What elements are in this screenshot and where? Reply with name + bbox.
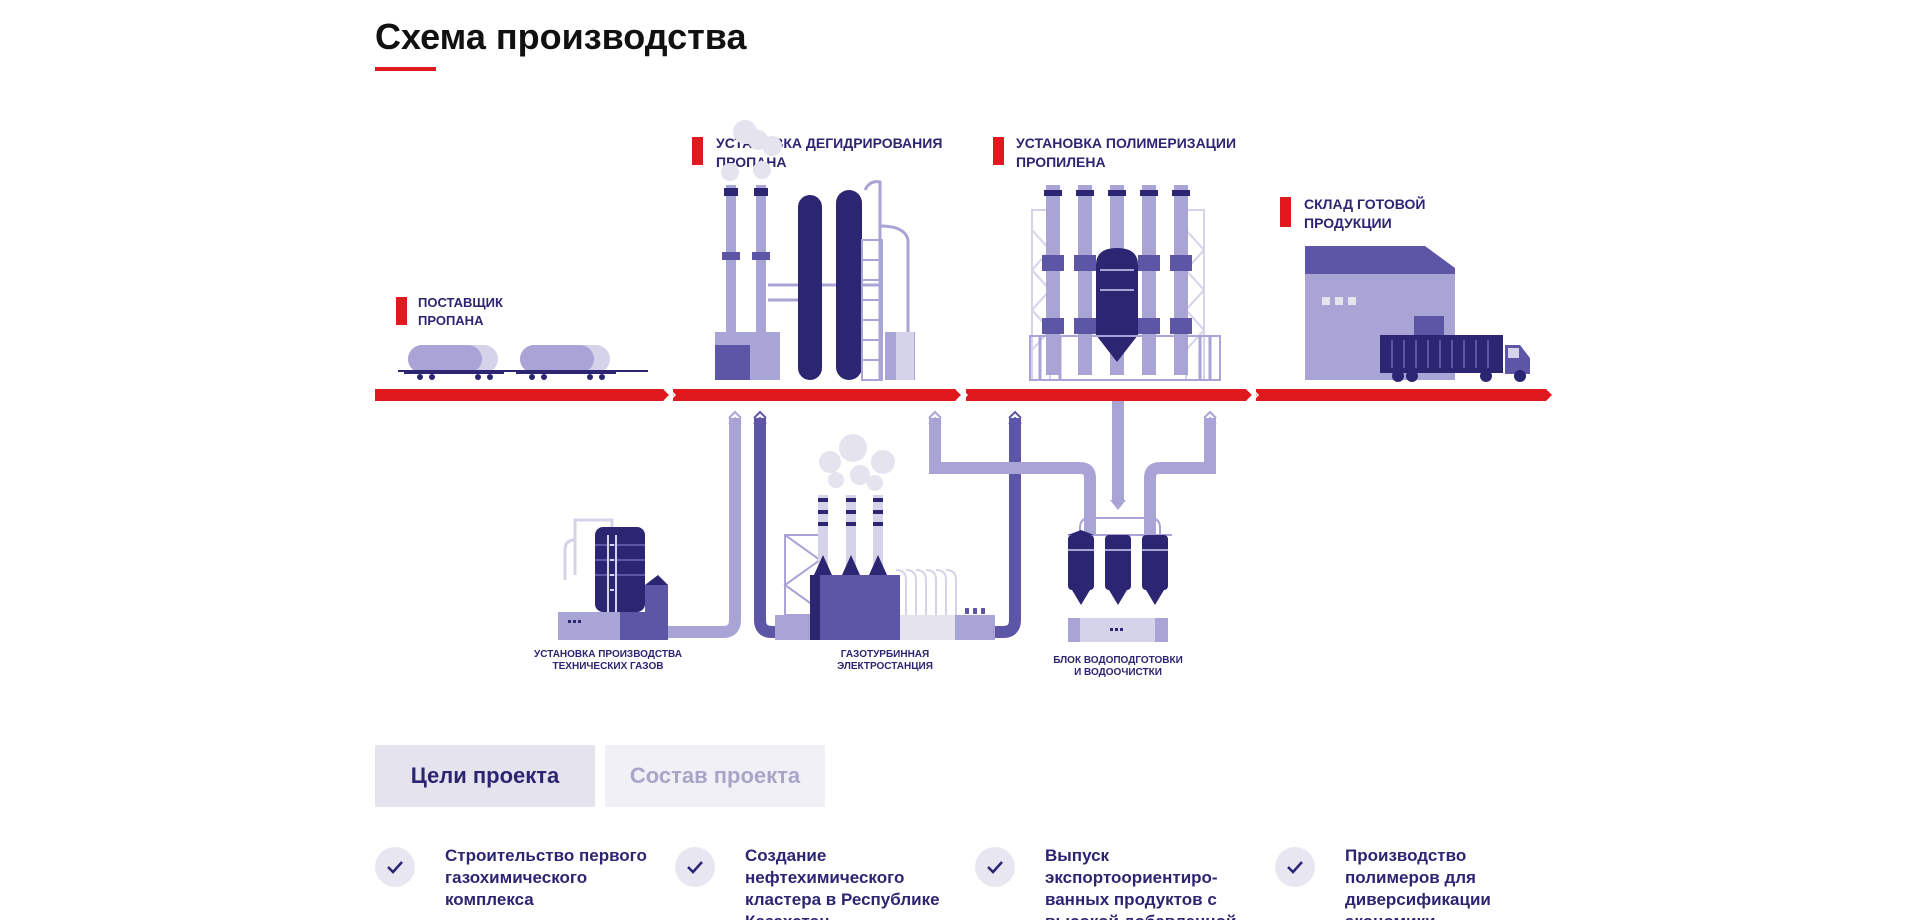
power-label-line1: ГАЗОТУРБИННАЯ [841, 649, 929, 660]
tank-car [404, 345, 504, 380]
pipe-gases [665, 418, 741, 638]
label-marker [993, 137, 1004, 165]
polymer-label-line1: УСТАНОВКА ПОЛИМЕРИЗАЦИИ [1016, 135, 1236, 151]
process-line [375, 388, 1552, 402]
check-icon [375, 847, 415, 887]
chevron-up-icon [753, 410, 767, 425]
chevron-up-icon [1008, 410, 1022, 425]
pipe-chevrons [728, 410, 1217, 425]
warehouse: СКЛАД ГОТОВОЙ ПРОДУКЦИИ [1280, 195, 1530, 382]
tank-car [516, 345, 616, 380]
gases-label-line1: УСТАНОВКА ПРОИЗВОДСТВА [534, 649, 682, 660]
pipe-water-left [929, 418, 1096, 535]
chevron-right-icon [955, 388, 969, 402]
warehouse-label-line1: СКЛАД ГОТОВОЙ [1304, 195, 1425, 212]
chevron-up-icon [928, 410, 942, 425]
propane-supplier: ПОСТАВЩИК ПРОПАНА [396, 295, 648, 380]
pipes [665, 400, 1216, 638]
label-marker [1280, 197, 1291, 227]
supplier-label-line1: ПОСТАВЩИК [418, 295, 503, 310]
tab-project-goals[interactable]: Цели проекта [375, 745, 595, 807]
page-title: Схема производства [375, 16, 747, 57]
polymer-label-line2: ПРОПИЛЕНА [1016, 154, 1106, 170]
check-icon [675, 847, 715, 887]
project-tabs: Цели проекта Состав проекта [375, 745, 825, 807]
label-marker [396, 297, 407, 325]
gases-label-line2: ТЕХНИЧЕСКИХ ГАЗОВ [553, 661, 664, 672]
check-icon [1275, 847, 1315, 887]
supplier-label-line2: ПРОПАНА [418, 313, 484, 328]
pipe-water-right [1144, 418, 1216, 535]
pipe-power-left [754, 418, 780, 638]
chevron-up-icon [728, 410, 742, 425]
check-icon [975, 847, 1015, 887]
chevron-up-icon [1203, 410, 1217, 425]
tab-project-composition[interactable]: Состав проекта [605, 745, 825, 807]
water-treatment-block: БЛОК ВОДОПОДГОТОВКИ И ВОДООЧИСТКИ [1053, 517, 1183, 678]
dehydrogenation-unit: УСТАНОВКА ДЕГИДРИРОВАНИЯ ПРОПАНА [692, 120, 942, 381]
chevron-right-icon [663, 388, 677, 402]
chevron-right-icon [1246, 388, 1260, 402]
warehouse-label-line2: ПРОДУКЦИИ [1304, 215, 1392, 231]
water-label-line1: БЛОК ВОДОПОДГОТОВКИ [1053, 655, 1183, 666]
water-label-line2: И ВОДООЧИСТКИ [1074, 667, 1162, 678]
pipe-water-center-arrow [1110, 500, 1126, 510]
power-label-line2: ЭЛЕКТРОСТАНЦИЯ [837, 661, 933, 672]
pipe-power-right [995, 418, 1021, 638]
technical-gases-unit: УСТАНОВКА ПРОИЗВОДСТВА ТЕХНИЧЕСКИХ ГАЗОВ [534, 518, 682, 672]
polymerization-unit: УСТАНОВКА ПОЛИМЕРИЗАЦИИ ПРОПИЛЕНА [993, 135, 1236, 381]
gas-turbine-power-plant: ГАЗОТУРБИННАЯ ЭЛЕКТРОСТАНЦИЯ [775, 434, 995, 672]
production-scheme-diagram: ПОСТАВЩИК ПРОПАНА УСТАНОВКА ДЕГИДРИРОВАН… [375, 120, 1552, 678]
title-underline [375, 67, 436, 71]
label-marker [692, 137, 703, 165]
